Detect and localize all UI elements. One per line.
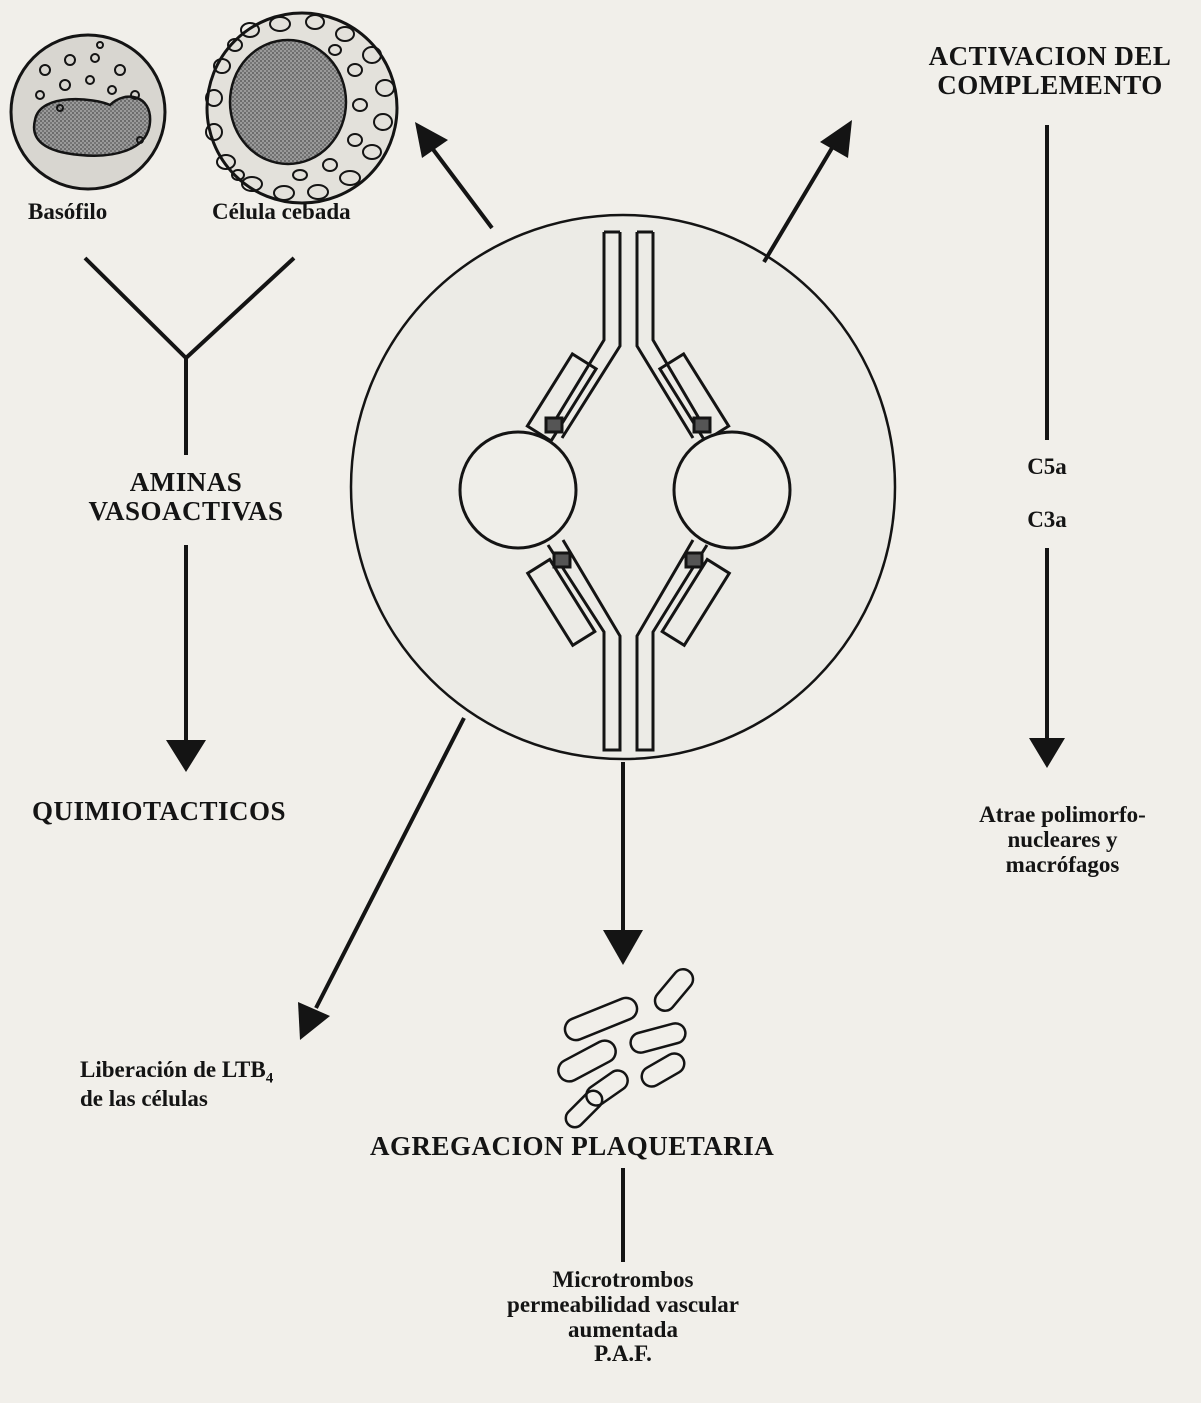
arrow-to-quimiotacticos bbox=[166, 545, 206, 772]
arrow-to-mast-cell bbox=[415, 122, 492, 228]
atrae-line1: Atrae polimorfo- bbox=[930, 803, 1195, 828]
platelets-icon bbox=[554, 965, 697, 1131]
quimiotacticos-label: QUIMIOTACTICOS bbox=[32, 797, 286, 826]
ltb-subscript: 4 bbox=[266, 1071, 274, 1087]
aminas-line1: AMINAS bbox=[76, 468, 296, 497]
atrae-line2: nucleares y bbox=[930, 828, 1195, 853]
ltb-line1: Liberación de LTB bbox=[80, 1057, 266, 1082]
aminas-vasoactivas-label: AMINAS VASOACTIVAS bbox=[76, 468, 296, 526]
merge-connector bbox=[85, 258, 294, 455]
paf-line3: aumentada bbox=[423, 1318, 823, 1343]
ltb-label: Liberación de LTB4 de las células bbox=[80, 1058, 273, 1112]
ltb-line2: de las células bbox=[80, 1087, 273, 1112]
paf-label: Microtrombos permeabilidad vascular aume… bbox=[423, 1268, 823, 1367]
agregacion-plaquetaria-label: AGREGACION PLAQUETARIA bbox=[370, 1132, 774, 1161]
c3a-label: C3a bbox=[1007, 508, 1087, 533]
paf-line1: Microtrombos bbox=[423, 1268, 823, 1293]
activacion-complemento-label: ACTIVACION DEL COMPLEMENTO bbox=[900, 42, 1200, 100]
basophil-cell-icon bbox=[11, 35, 165, 189]
paf-line2: permeabilidad vascular bbox=[423, 1293, 823, 1318]
complemento-line1: ACTIVACION DEL bbox=[900, 42, 1200, 71]
aminas-line2: VASOACTIVAS bbox=[76, 497, 296, 526]
celula-cebada-label: Célula cebada bbox=[212, 200, 351, 225]
basofilo-label: Basófilo bbox=[28, 200, 107, 225]
atrae-label: Atrae polimorfo- nucleares y macrófagos bbox=[930, 803, 1195, 877]
c5a-label: C5a bbox=[1007, 455, 1087, 480]
complemento-line2: COMPLEMENTO bbox=[900, 71, 1200, 100]
arrow-to-platelets bbox=[603, 762, 643, 965]
mast-cell-icon bbox=[206, 13, 397, 203]
central-cell bbox=[351, 215, 895, 759]
paf-line4: P.A.F. bbox=[423, 1342, 823, 1367]
arrow-to-complement bbox=[764, 120, 852, 262]
atrae-line3: macrófagos bbox=[930, 853, 1195, 878]
arrow-to-ltb bbox=[298, 718, 464, 1040]
complement-connector bbox=[1029, 125, 1065, 768]
